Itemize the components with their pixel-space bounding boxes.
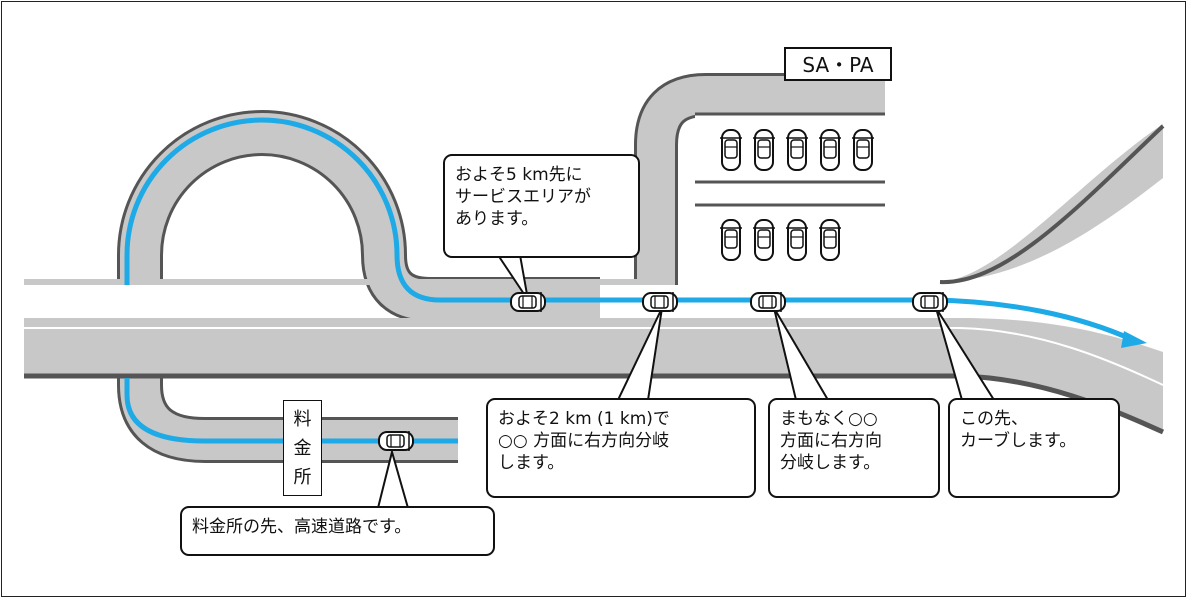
callout-pointers <box>376 254 996 509</box>
callout-tollgate: 料金所の先、高速道路です。 <box>180 506 495 556</box>
car-icon <box>750 291 786 313</box>
car-icon <box>378 430 414 452</box>
car-icon <box>510 291 546 313</box>
callout-branch-soon: まもなく○○ 方面に右方向 分岐します。 <box>768 398 940 498</box>
upper-loop-ramp <box>117 110 600 323</box>
tollgate-sign: 料 金 所 <box>283 400 322 496</box>
car-icon <box>912 291 948 313</box>
guidance-route <box>124 117 1147 444</box>
callout-branch-2km: およそ2 km (1 km)で ○○ 方面に右方向分岐 します。 <box>486 398 756 498</box>
callout-service-area: およそ5 km先に サービスエリアが あります。 <box>443 154 640 258</box>
car-icon <box>642 291 678 313</box>
sapa-sign: SA・PA <box>784 47 892 81</box>
sapa-access-road <box>634 73 890 285</box>
callout-curve: この先、 カーブします。 <box>948 398 1120 498</box>
route-arrow-icon <box>1121 331 1147 348</box>
